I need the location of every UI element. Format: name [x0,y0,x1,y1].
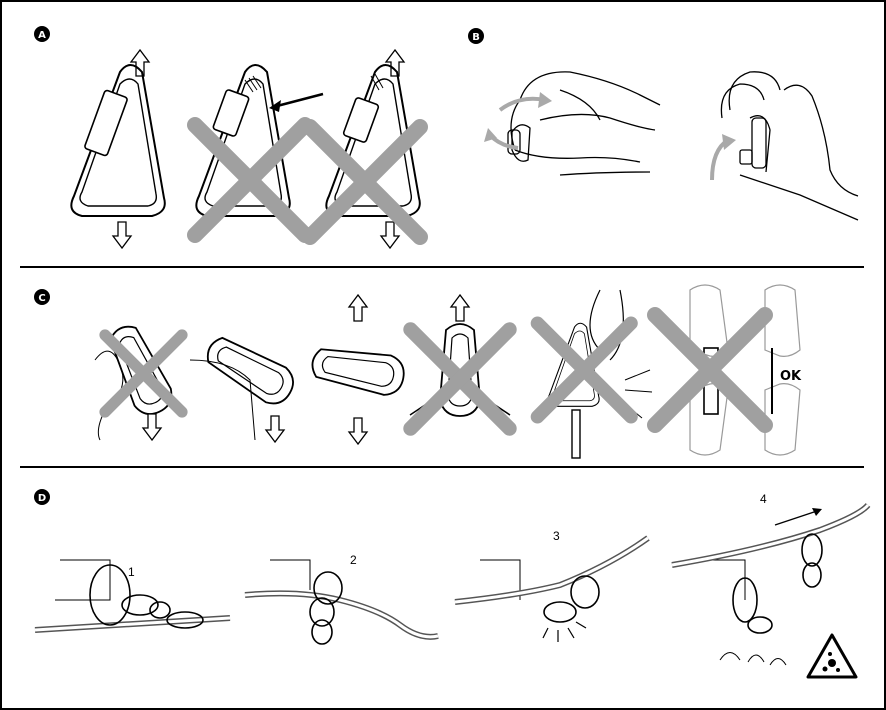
section-badge: A [34,26,50,42]
arrow-down-icon [349,418,367,444]
cross-mark-icon [310,127,420,237]
arrow-up-icon [451,295,469,321]
section-b: B [468,28,858,220]
cross-mark-icon [538,323,632,417]
section-badge-label: D [38,493,46,504]
section-c: C [34,285,802,458]
arrow-down-icon [381,222,399,248]
rope-step-4: 4 [672,492,868,665]
rope-step-1: 1 [35,560,230,630]
arrow-up-icon [386,50,404,76]
carabiner-gate-against-rock [538,290,653,458]
arrow-down-icon [266,416,284,442]
falling-rock-warning-icon [808,635,856,677]
arrow-down-icon [143,414,161,440]
rope-step-3: 3 [455,529,648,642]
quickdraw-comparison: OK [655,285,802,455]
carabiner-three-way-load [410,295,510,429]
carabiner-horizontal-load [309,295,407,444]
step-number: 4 [760,492,767,506]
rope-step-2: 2 [245,553,438,644]
carabiner-against-rock [95,320,182,440]
arrow-up-icon [131,50,149,76]
arrow-down-icon [113,222,131,248]
section-d: D 1 2 [34,489,868,677]
carabiner-cross-loaded [310,50,420,248]
arrow-up-icon [349,295,367,321]
cross-mark-icon [411,330,510,429]
step-number: 3 [553,529,560,543]
cross-mark-icon [655,315,765,425]
step-number: 1 [128,565,135,579]
section-badge-label: B [472,32,480,43]
section-badge: D [34,489,50,505]
cross-mark-icon [105,335,182,412]
section-badge: C [34,289,50,305]
rotation-arrow-icon [500,99,545,110]
section-badge-label: A [38,30,46,41]
step-number: 2 [350,553,357,567]
pointer-arrow-icon [277,94,323,106]
pull-direction-arrow-icon [775,510,820,525]
section-badge: B [468,28,484,44]
section-badge-label: C [38,293,45,304]
hand-opening-gate [721,72,858,220]
section-a: A [34,26,420,248]
carabiner-bent-over-edge [190,330,300,442]
carabiner-gate-unlocked [195,65,323,235]
ok-label: OK [780,369,802,384]
carabiner-correct [71,50,164,248]
hand-unscrewing-gate [508,72,660,175]
